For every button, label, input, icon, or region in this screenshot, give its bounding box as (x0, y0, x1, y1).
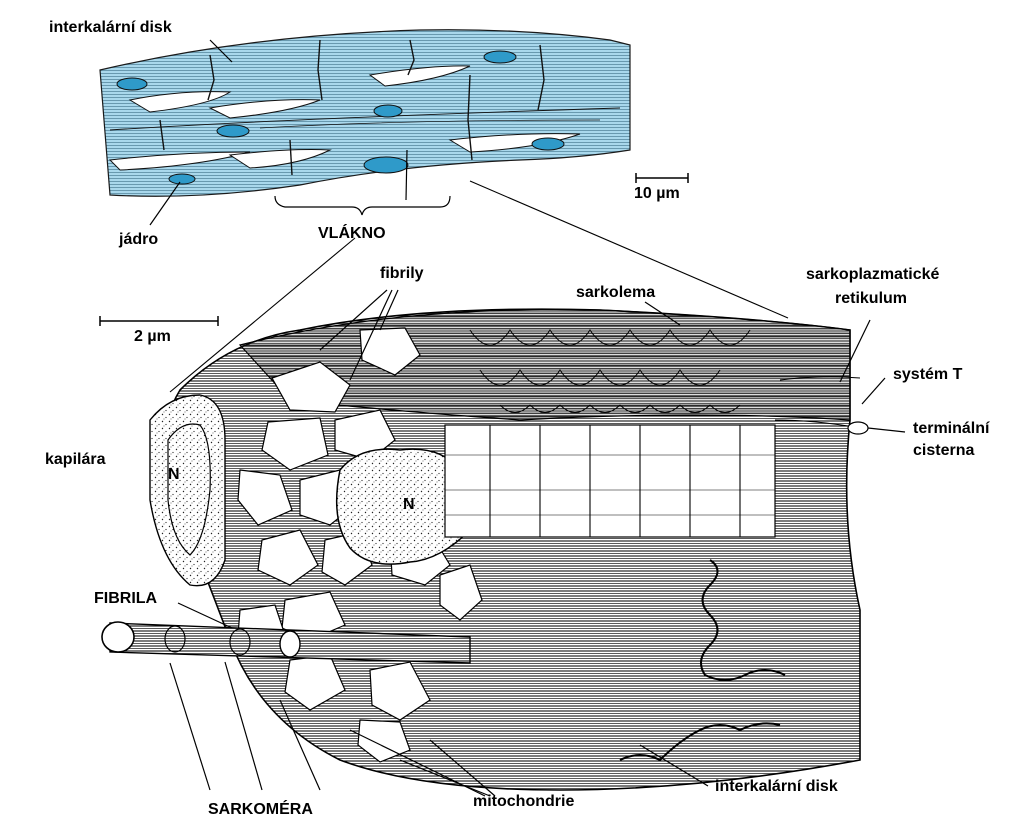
label-fibrila: FIBRILA (94, 590, 157, 608)
label-scale-2um: 2 µm (134, 328, 171, 346)
label-sarkolema: sarkolema (576, 284, 655, 302)
label-interkalarni-disk-top: interkalární disk (49, 19, 172, 37)
label-kapilara: kapilára (45, 451, 105, 469)
label-fibrily: fibrily (380, 265, 424, 283)
label-system-t: systém T (893, 366, 962, 384)
label-vlakno: VLÁKNO (318, 225, 386, 243)
label-sarkoplazmaticke: sarkoplazmatické (806, 266, 939, 284)
label-terminalni: terminální (913, 420, 989, 438)
sarcomere-bands (445, 425, 775, 537)
label-retikulum: retikulum (835, 290, 907, 308)
label-sarkomera: SARKOMÉRA (208, 801, 313, 819)
label-nucleus-n1: N (168, 466, 180, 484)
label-nucleus-n2: N (403, 496, 415, 514)
label-scale-10um: 10 µm (634, 185, 680, 203)
fiber-block (102, 309, 868, 790)
label-cisterna: cisterna (913, 442, 974, 460)
label-jadro: jádro (119, 231, 158, 249)
label-mitochondrie: mitochondrie (473, 793, 574, 811)
scale-bar-10um (636, 173, 688, 183)
scale-bar-2um (100, 316, 218, 326)
label-interkalarni-disk-bottom: interkalární disk (715, 778, 838, 796)
fiber-overview (100, 30, 630, 197)
